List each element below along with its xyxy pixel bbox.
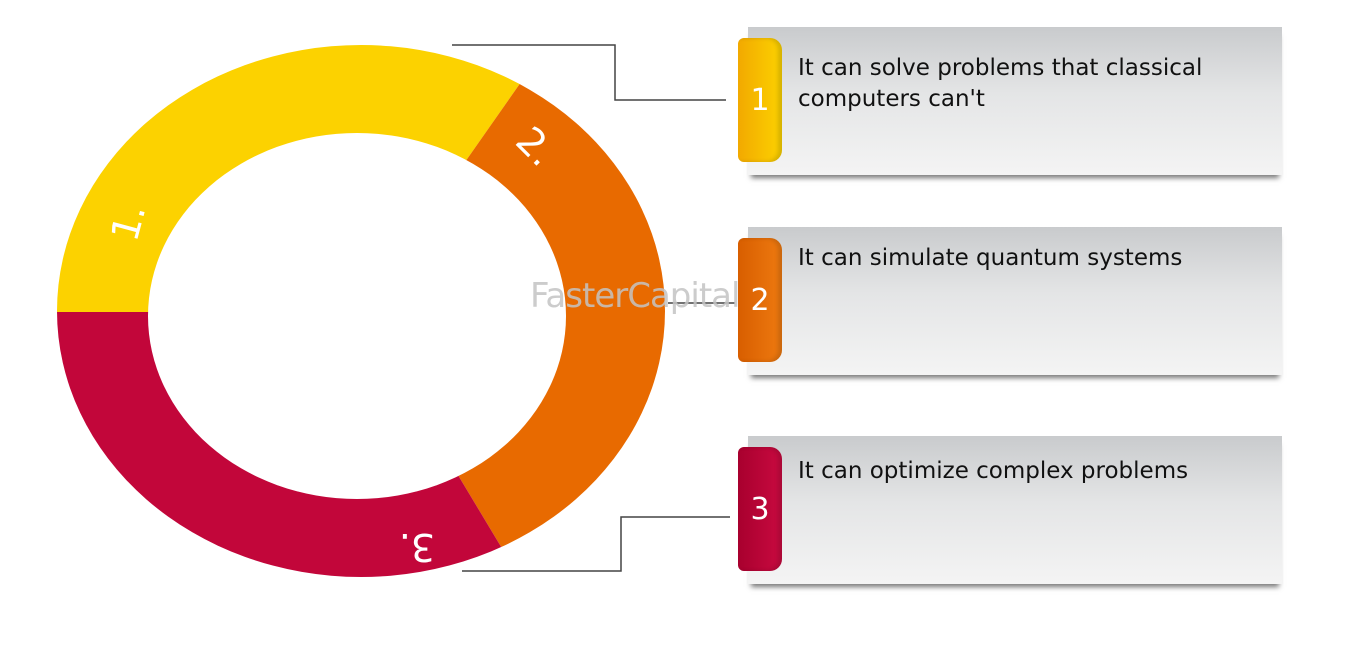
ring-segment-1 [45,0,541,312]
ring-segment-3 [45,312,523,627]
item-card-1: It can solve problems that classical com… [748,27,1282,175]
item-text-1: It can solve problems that classical com… [798,55,1203,112]
item-text-3: It can optimize complex problems [798,458,1189,484]
item-card-2: It can simulate quantum systems [748,227,1282,375]
item-number-tab-2: 2 [738,238,782,362]
ring-label-3: 3. [399,525,435,569]
item-text-2: It can simulate quantum systems [798,245,1183,271]
item-number-tab-3: 3 [738,447,782,571]
item-card-3: It can optimize complex problems [748,436,1282,584]
ring-segment-2 [360,53,675,583]
watermark-logo: FasterCapital [530,276,740,316]
connector-line-1 [452,44,726,101]
item-number-tab-1: 1 [738,38,782,162]
connector-line-3 [462,516,730,572]
